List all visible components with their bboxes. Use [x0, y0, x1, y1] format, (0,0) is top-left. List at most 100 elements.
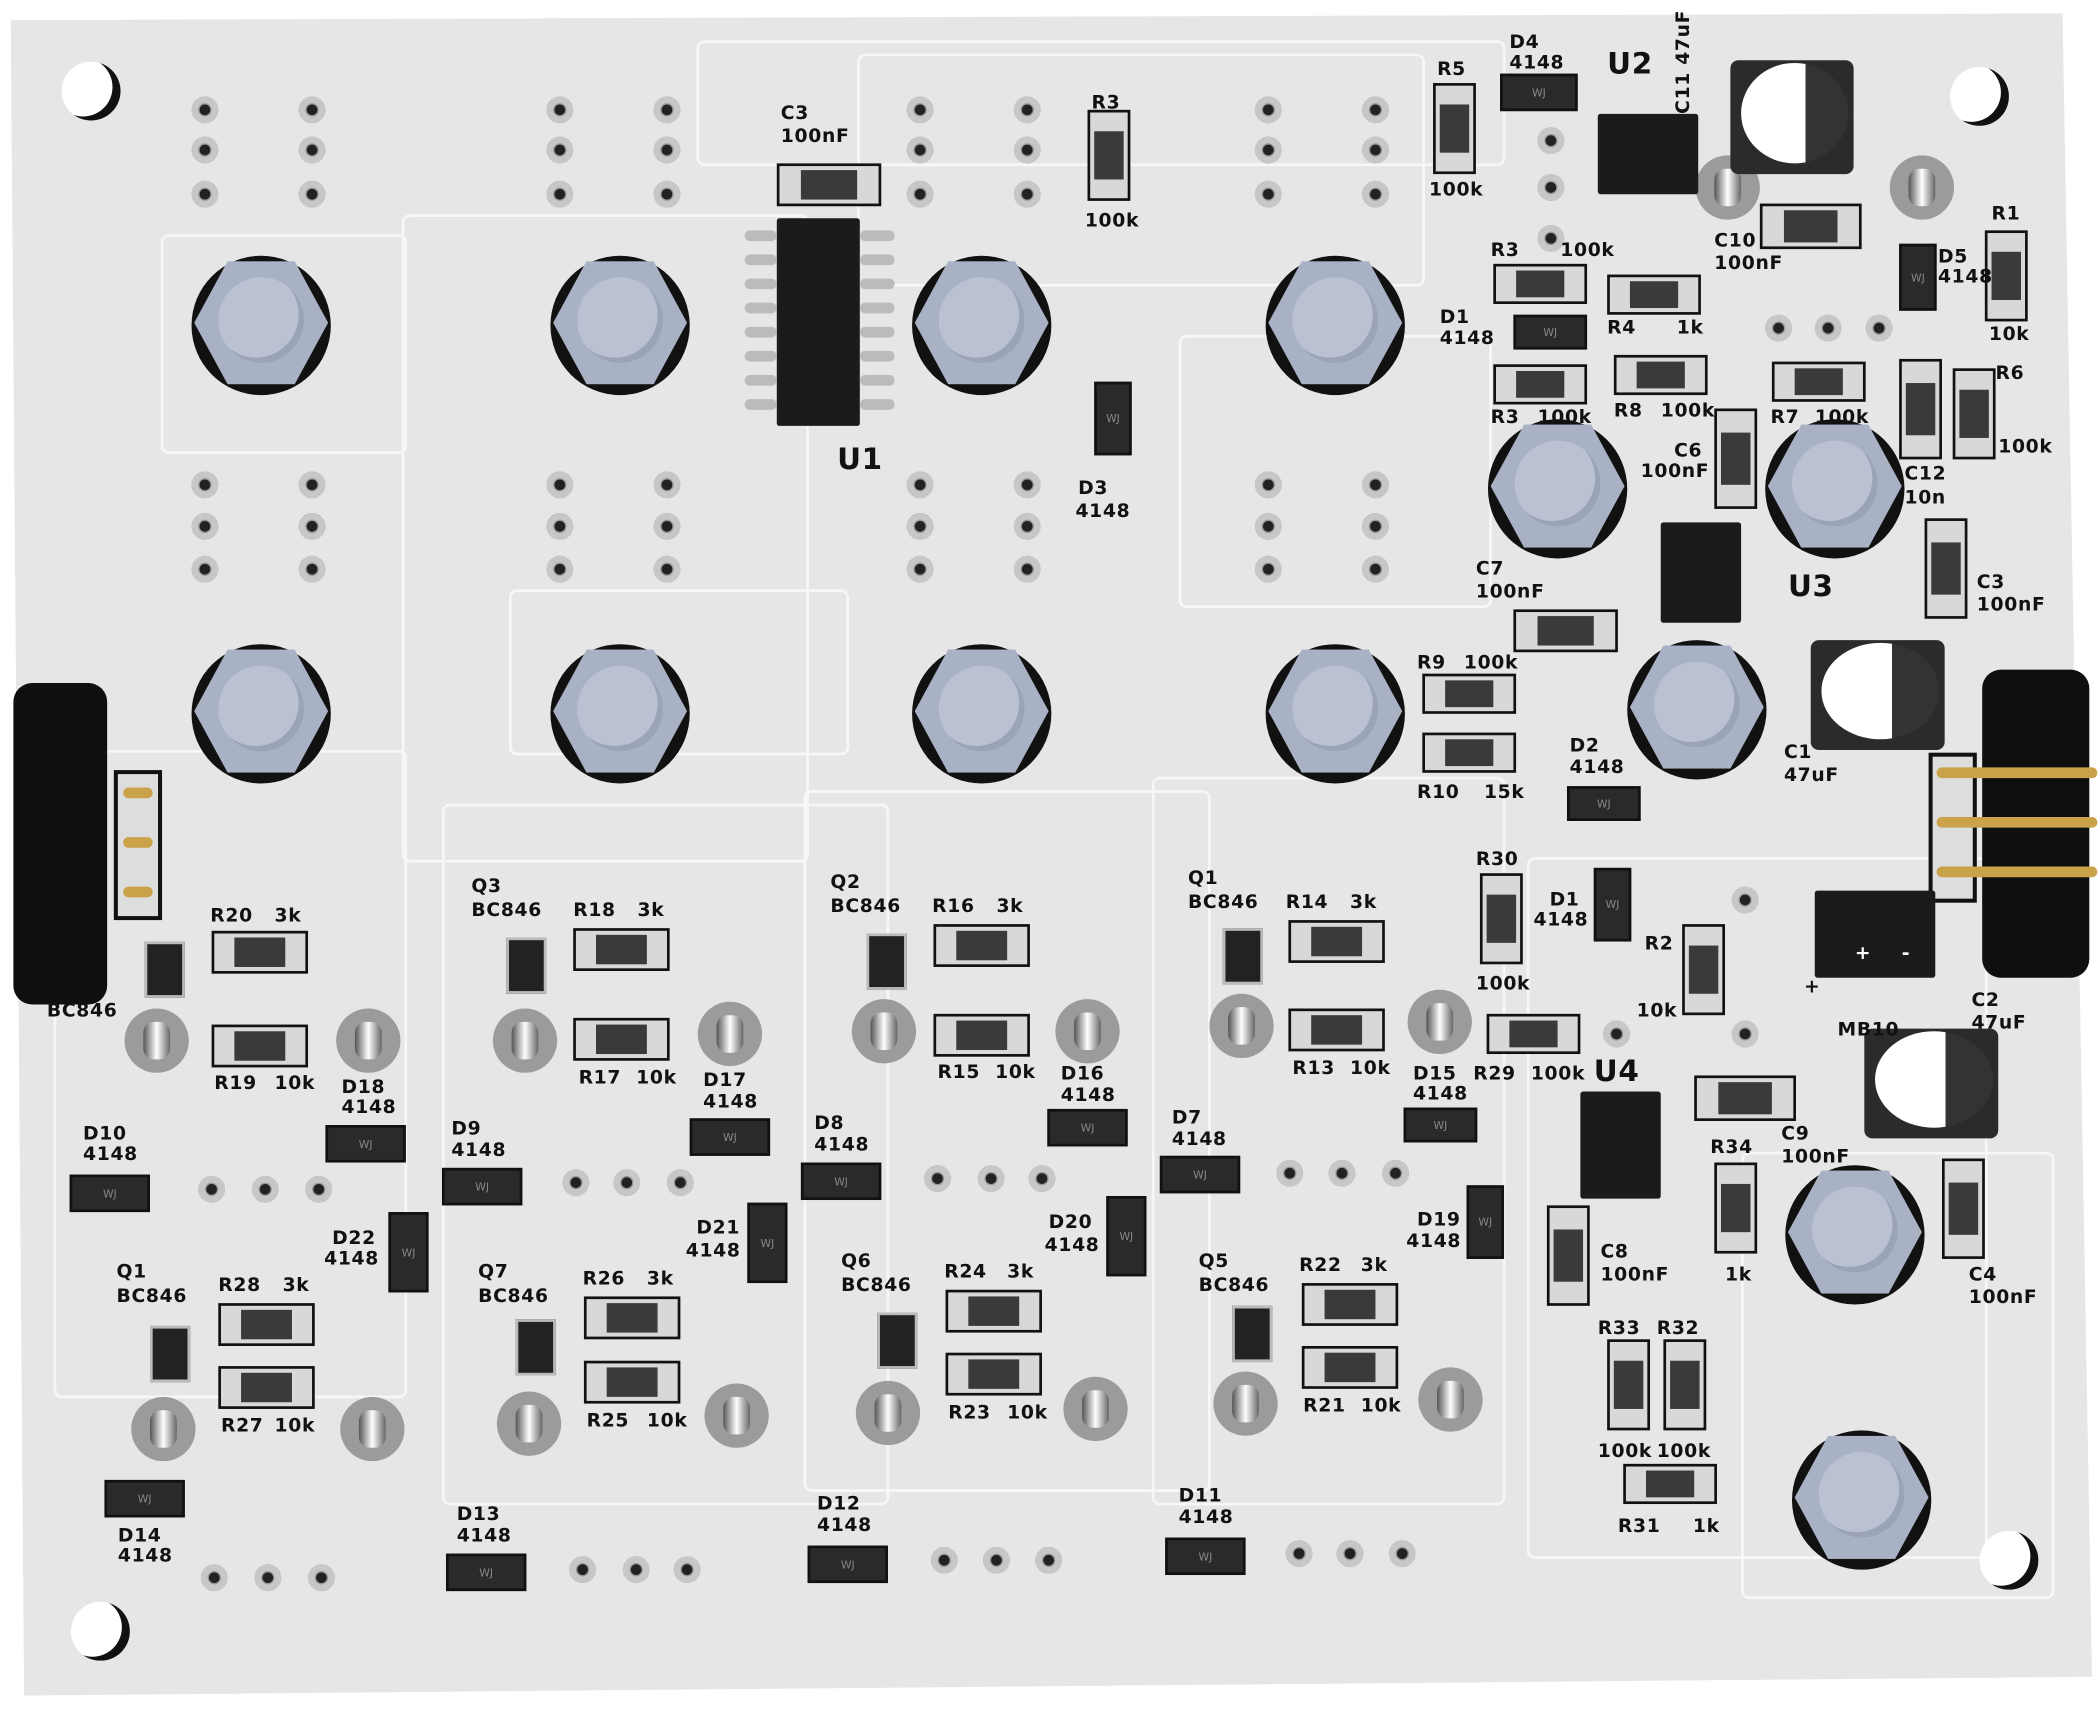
silkscreen-label: 4148: [117, 1545, 173, 1567]
silkscreen-label: D4: [1509, 32, 1540, 54]
jack-pin: [1362, 512, 1389, 540]
jack-pin: [906, 555, 934, 583]
ic-u3: [1660, 522, 1742, 623]
diode-1n4148: WJ: [1899, 243, 1937, 311]
header-pin: [123, 837, 153, 848]
silkscreen-label: D19: [1416, 1209, 1461, 1231]
smd-passive: [583, 1296, 681, 1340]
ic-pin: [744, 254, 777, 266]
jack-pin: [906, 471, 934, 499]
silkscreen-label: U2: [1607, 48, 1653, 82]
silkscreen-label: 100k: [1656, 1441, 1712, 1463]
pcb-trace: [401, 214, 809, 863]
silkscreen-label: R28: [218, 1275, 261, 1297]
silkscreen-label: D11: [1178, 1485, 1223, 1507]
ic-u2: [1597, 113, 1699, 195]
smd-passive: [583, 1360, 681, 1404]
diode-marking: WJ: [760, 1236, 775, 1249]
diode-1n4148: WJ: [1513, 314, 1588, 350]
smd-passive: [1422, 732, 1517, 773]
silkscreen-label: 100nF: [1781, 1146, 1850, 1168]
silkscreen-label: C1: [1783, 741, 1813, 764]
pad-pin: [254, 1564, 282, 1592]
smd-passive: [1486, 1013, 1581, 1055]
diode-1n4148: WJ: [800, 1162, 882, 1201]
silkscreen-label: R24: [944, 1261, 987, 1284]
potentiometer-knob: [550, 255, 690, 396]
pad-pin: [924, 1165, 951, 1192]
silkscreen-label: 4148: [324, 1248, 379, 1270]
jack-pin: [653, 471, 681, 499]
silkscreen-label: 10k: [274, 1072, 316, 1095]
silkscreen-label: 47uF: [1783, 764, 1839, 787]
pad-pin: [1336, 1540, 1364, 1567]
jack-pin: [1362, 180, 1389, 208]
potentiometer-knob: [1265, 644, 1405, 784]
silkscreen-label: 10n: [1904, 487, 1946, 509]
diode-1n4148: WJ: [1593, 867, 1632, 942]
jack-pin: [546, 555, 574, 583]
silkscreen-label: 4148: [1533, 909, 1589, 931]
silkscreen-label: R31: [1617, 1516, 1661, 1538]
silkscreen-label: R4: [1607, 317, 1636, 339]
silkscreen-label: 10k: [1636, 1000, 1678, 1022]
silkscreen-label: C2: [1971, 989, 2000, 1012]
header-pin: [123, 886, 153, 898]
ic-u4: [1580, 1091, 1661, 1199]
led: [1889, 155, 1955, 220]
smd-passive: [211, 930, 309, 974]
silkscreen-label: 4148: [1060, 1084, 1116, 1107]
silkscreen-label: 100nF: [1976, 594, 2046, 617]
silkscreen-label: R20: [210, 905, 253, 927]
ic-pin: [859, 254, 895, 266]
silkscreen-label: 4148: [1439, 328, 1495, 350]
led: [697, 1001, 763, 1067]
diode-1n4148: WJ: [1566, 786, 1641, 821]
led: [851, 999, 917, 1064]
diode-marking: WJ: [1596, 797, 1611, 810]
jack-pin: [1362, 96, 1389, 124]
smd-passive: [1714, 408, 1758, 509]
silkscreen-label: D1: [1439, 306, 1470, 329]
pcb-trace: [1526, 857, 1988, 1559]
jack-pin: [906, 96, 934, 124]
silkscreen-label: C9: [1781, 1123, 1810, 1146]
led: [1695, 155, 1760, 220]
smd-passive: [1288, 1008, 1385, 1052]
smd-passive: [1941, 1158, 1985, 1259]
smd-passive: [945, 1352, 1042, 1396]
diode-1n4148: WJ: [104, 1479, 185, 1518]
silkscreen-label: 4148: [1412, 1083, 1468, 1105]
silkscreen-label: 100k: [1560, 239, 1615, 262]
jack-pin: [191, 512, 219, 540]
pcb-trace: [1741, 1151, 2055, 1600]
pad-pin: [1765, 314, 1792, 342]
jack-pin: [298, 471, 326, 499]
silkscreen-label: C3: [1976, 571, 2005, 594]
ic-pin: [859, 230, 895, 242]
silkscreen-label: 3k: [1360, 1254, 1388, 1277]
led: [496, 1391, 562, 1456]
silkscreen-label: R27: [220, 1415, 264, 1438]
silkscreen-label: 47uF: [1971, 1012, 2027, 1034]
silkscreen-label: R21: [1303, 1395, 1346, 1417]
transistor-bc846: [144, 941, 185, 998]
jack-pin: [1013, 180, 1041, 208]
silkscreen-label: 4148: [451, 1139, 507, 1162]
header-pin: [1936, 767, 2098, 779]
jack-pin: [298, 512, 326, 540]
smd-passive: [1924, 518, 1968, 619]
pad-pin: [1276, 1159, 1304, 1187]
silkscreen-label: BC846: [471, 900, 542, 922]
silkscreen-label: D21: [696, 1217, 741, 1239]
silkscreen-label: D3: [1078, 478, 1109, 500]
pcb-trace: [508, 589, 850, 756]
jack-pin: [546, 136, 574, 164]
potentiometer-knob: [191, 644, 331, 784]
diode-1n4148: WJ: [1500, 73, 1578, 112]
silkscreen-label: D2: [1569, 735, 1600, 757]
silkscreen-label: 4148: [456, 1525, 512, 1547]
pad-pin: [983, 1546, 1010, 1574]
jack-pin: [653, 136, 681, 164]
